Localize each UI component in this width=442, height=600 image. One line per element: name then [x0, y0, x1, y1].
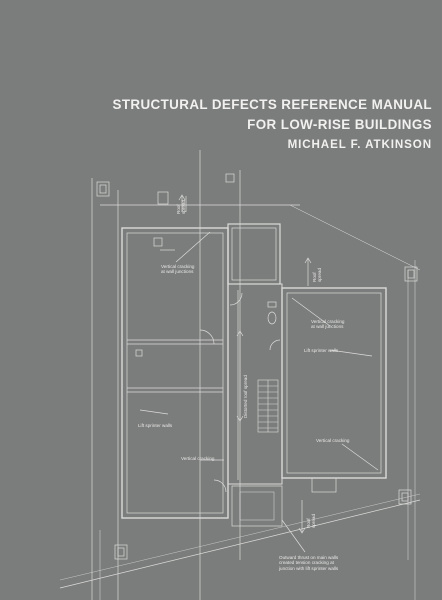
plan-note-2: Vertical cracking at wall junctions [311, 319, 345, 330]
plan-vnote-2: Roof spread [312, 267, 322, 282]
plan-note-4: Lift sprinter walls [138, 423, 173, 428]
plan-vnote-1: Roof spread [176, 199, 186, 214]
plan-vnote-4: Distorted roof spread [243, 375, 248, 418]
plan-note-6: Vertical cracking [181, 456, 215, 461]
title-block: STRUCTURAL DEFECTS REFERENCE MANUAL FOR … [0, 96, 432, 153]
plan-note-1: Vertical cracking at wall junctions [161, 264, 195, 275]
book-title-line-1: STRUCTURAL DEFECTS REFERENCE MANUAL [112, 97, 432, 112]
plan-note-3: Lift sprinter walls [304, 348, 339, 353]
plan-note-5: Vertical cracking [316, 438, 350, 443]
author-name: MICHAEL F. ATKINSON [287, 138, 432, 151]
plan-vnote-3: Roof spread [306, 513, 316, 528]
plan-note-7: Outward thrust on main walls created ten… [279, 555, 339, 571]
book-title-line-2: FOR LOW-RISE BUILDINGS [247, 117, 432, 132]
